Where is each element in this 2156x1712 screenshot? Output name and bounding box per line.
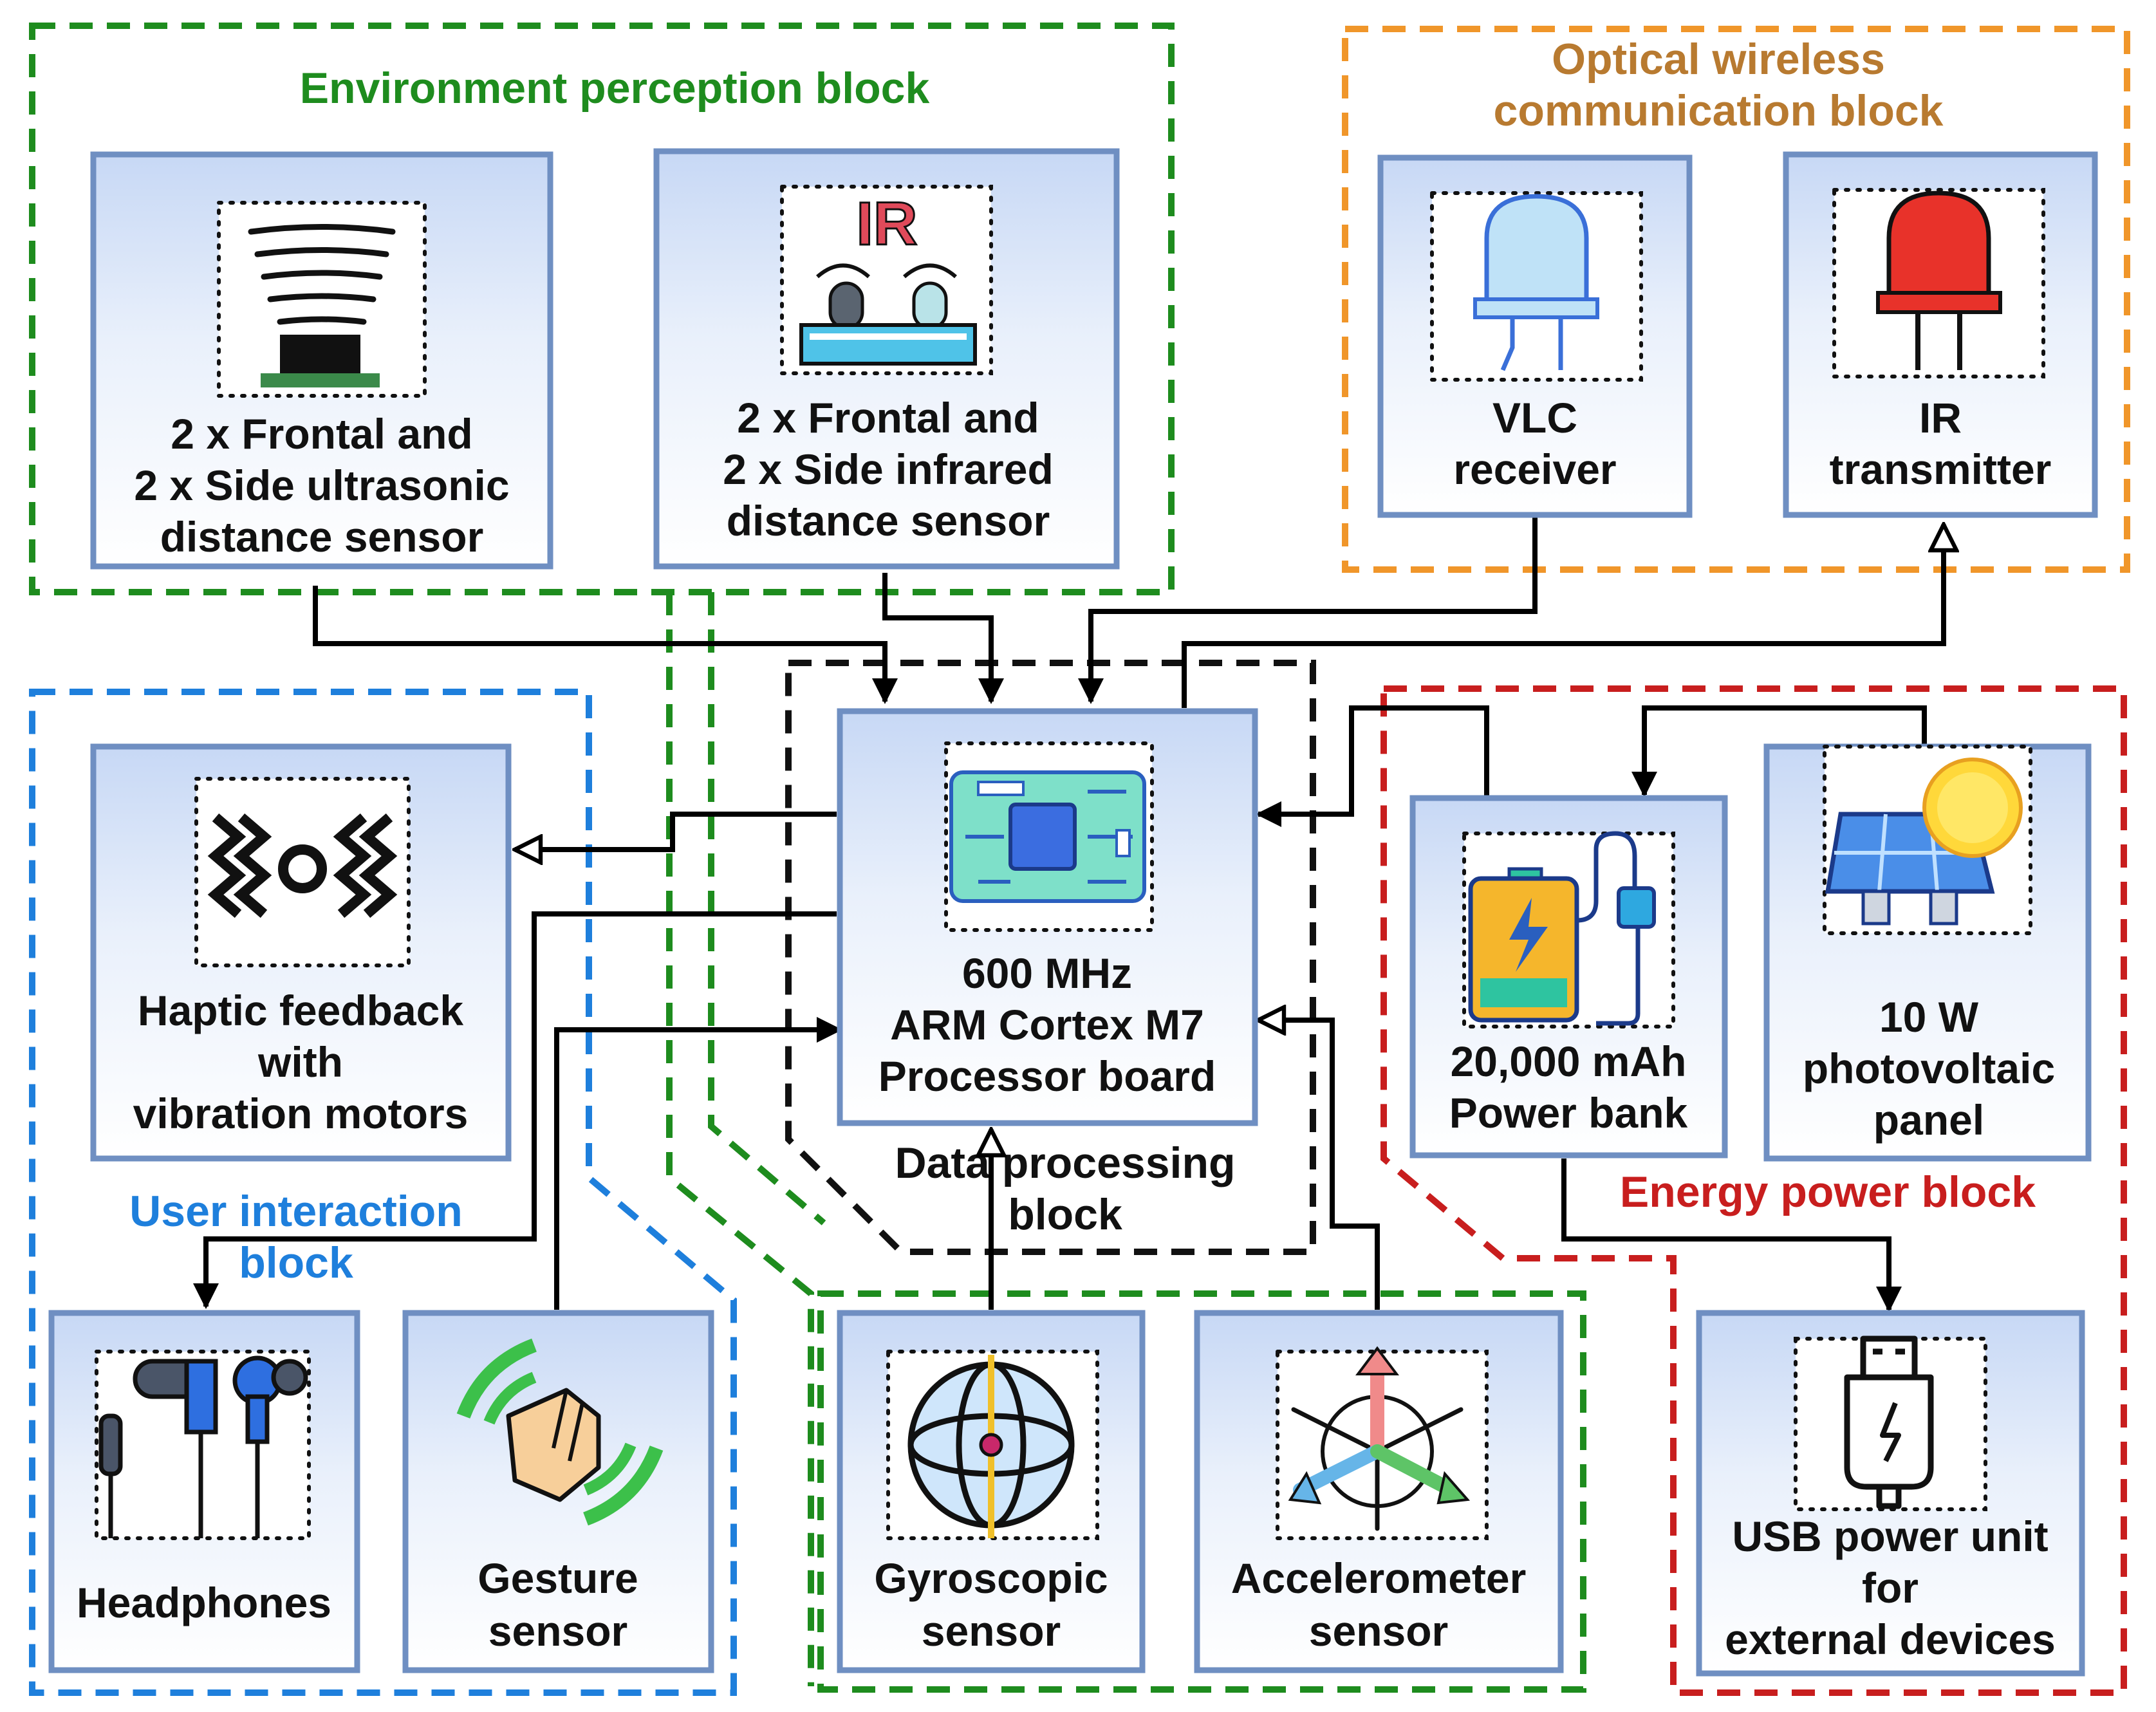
infrared-sensor-icon <box>799 263 977 366</box>
red-led-icon <box>1876 191 2002 370</box>
node-powerbank: 20,000 mAh Power bank <box>1409 795 1728 1158</box>
node-irtx: IR transmitter <box>1783 151 2098 518</box>
user-group-border <box>29 689 737 1696</box>
infrared-label-1: 2 x Frontal and <box>737 394 1039 442</box>
ultrasonic-label-2: 2 x Side ultrasonic <box>134 461 509 509</box>
pv-label-1: 10 W <box>1879 993 1979 1041</box>
haptic-label-2: with <box>257 1038 343 1086</box>
accel-label-2: sensor <box>1309 1607 1448 1655</box>
powerbank-label-1: 20,000 mAh <box>1451 1037 1687 1085</box>
gyro-label-1: Gyroscopic <box>874 1554 1108 1602</box>
node-infrared: IR 2 x Frontal and 2 x Side infrared dis… <box>653 148 1120 570</box>
node-gesture: Gesture sensor <box>402 1310 714 1673</box>
irtx-label-1: IR <box>1919 394 1962 442</box>
usb-label-3: external devices <box>1725 1615 2056 1663</box>
powerbank-to-processor-arrow <box>1256 705 1489 827</box>
vlc-label-2: receiver <box>1453 445 1616 493</box>
node-processor: 600 MHz ARM Cortex M7 Processor board <box>837 708 1258 1126</box>
ultrasonic-sensor-icon <box>248 224 396 325</box>
node-headphones: Headphones <box>48 1310 360 1673</box>
infrared-icon-text: IR <box>857 190 918 258</box>
node-haptic: Haptic feedback with vibration motors <box>90 743 512 1162</box>
processor-label-3: Processor board <box>878 1052 1216 1100</box>
clear-led-icon <box>1473 194 1599 371</box>
powerbank-to-usb-arrow <box>1561 1158 1902 1312</box>
infrared-to-processor-arrow <box>882 573 1004 704</box>
accel-label-1: Accelerometer <box>1231 1554 1527 1602</box>
data-group-border <box>785 660 1316 1255</box>
accel-to-processor-arrow <box>1258 1020 1380 1310</box>
usb-plug-icon <box>1844 1335 1934 1509</box>
environment-group-border <box>29 23 1175 595</box>
node-gyro: Gyroscopic sensor <box>837 1310 1146 1673</box>
irtx-label-2: transmitter <box>1830 445 2052 493</box>
connectors <box>193 515 1944 1312</box>
axes-arrows-icon <box>1288 1346 1471 1531</box>
ultrasonic-label-1: 2 x Frontal and <box>171 410 472 458</box>
gesture-label-1: Gesture <box>478 1554 638 1602</box>
pv-label-3: panel <box>1873 1096 1984 1144</box>
gyroscope-icon <box>907 1355 1075 1538</box>
ultrasonic-to-processor-arrow <box>313 586 898 704</box>
processor-to-irtx-arrow <box>1182 525 1944 708</box>
node-accel: Accelerometer sensor <box>1194 1310 1564 1673</box>
haptic-label-3: vibration motors <box>133 1090 469 1137</box>
environment-group-extension-inner <box>708 592 826 1225</box>
ultrasonic-sensor-pcb <box>261 373 380 387</box>
earphones-icon <box>98 1355 308 1538</box>
usb-label-1: USB power unit <box>1732 1512 2048 1560</box>
environment-group-title: Environment perception block <box>300 64 930 113</box>
gesture-label-2: sensor <box>488 1607 627 1655</box>
node-ultrasonic: 2 x Frontal and 2 x Side ultrasonic dist… <box>90 151 553 570</box>
vlc-to-processor-arrow <box>1078 515 1538 704</box>
infrared-label-3: distance sensor <box>727 497 1050 544</box>
energy-group-border <box>1380 685 2127 1696</box>
battery-icon <box>1468 831 1656 1026</box>
solar-panel-icon <box>1825 758 2023 926</box>
gyro-label-2: sensor <box>922 1607 1061 1655</box>
gesture-hand-icon <box>456 1338 664 1526</box>
infrared-label-2: 2 x Side infrared <box>723 445 1054 493</box>
usb-icon-frame <box>1794 1337 1987 1511</box>
node-usb: USB power unit for external devices <box>1696 1310 2085 1677</box>
node-pv: 10 W photovoltaic panel <box>1763 743 2092 1162</box>
data-group-title-line2: block <box>1008 1190 1122 1239</box>
usb-label-2: for <box>1862 1564 1919 1612</box>
pv-to-powerbank-arrow <box>1631 705 1927 797</box>
node-vlc: VLC receiver <box>1377 154 1693 518</box>
pv-label-2: photovoltaic <box>1803 1045 2055 1092</box>
processor-to-headphones-arrow <box>193 911 837 1309</box>
user-group-title-line2: block <box>239 1238 353 1287</box>
optical-group-title-line2: communication block <box>1494 86 1944 135</box>
haptic-label-1: Haptic feedback <box>138 987 463 1034</box>
circuit-board-icon <box>949 770 1146 903</box>
optical-group-title-line1: Optical wireless <box>1552 35 1885 84</box>
vlc-label-1: VLC <box>1492 394 1577 442</box>
data-group-title-line1: Data processing <box>895 1139 1235 1187</box>
user-group-title-line1: User interaction <box>129 1187 463 1236</box>
environment-group-extension <box>666 592 814 1686</box>
gesture-to-processor-arrow <box>554 1017 842 1310</box>
headphones-label-1: Headphones <box>77 1579 331 1626</box>
processor-to-haptic-arrow <box>515 812 837 850</box>
powerbank-label-2: Power bank <box>1449 1089 1688 1137</box>
ultrasonic-label-3: distance sensor <box>160 513 484 561</box>
vibration-icon <box>207 813 398 918</box>
processor-label-2: ARM Cortex M7 <box>890 1001 1204 1048</box>
sensor-group-border <box>817 1290 1586 1693</box>
gesture-box <box>402 1310 714 1673</box>
processor-label-1: 600 MHz <box>962 949 1132 997</box>
optical-group-border <box>1342 26 2130 573</box>
energy-group-title: Energy power block <box>1620 1168 2036 1216</box>
